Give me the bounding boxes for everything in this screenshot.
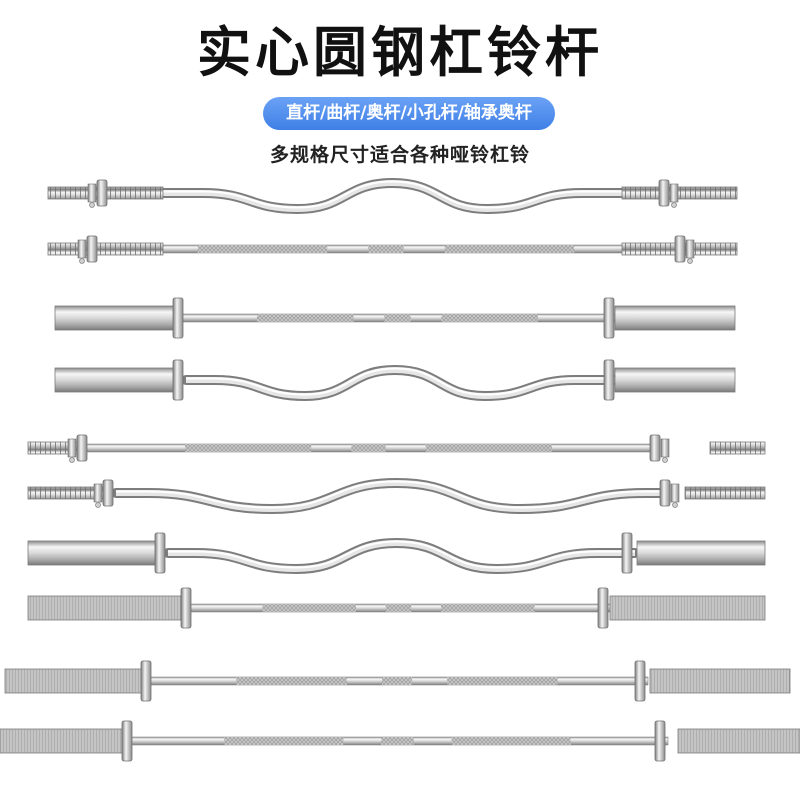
page-subtitle: 多规格尺寸适合各种哑铃杠铃 [269, 144, 530, 166]
barbell-7 [27, 532, 766, 575]
barbell-10 [0, 720, 800, 762]
barbell-9 [4, 660, 791, 702]
barbell-8 [27, 587, 766, 629]
barbell-5 [27, 434, 766, 463]
barbell-2 [47, 235, 738, 264]
barbell-3 [54, 297, 736, 339]
barbell-6 [27, 477, 766, 515]
category-badge: 直杆/曲杆/奥杆/小孔杆/轴承奥杆 [263, 97, 555, 130]
barbell-1 [47, 177, 738, 215]
barbell-4 [54, 359, 736, 402]
page-title: 实心圆钢杠铃杆 [197, 21, 603, 84]
